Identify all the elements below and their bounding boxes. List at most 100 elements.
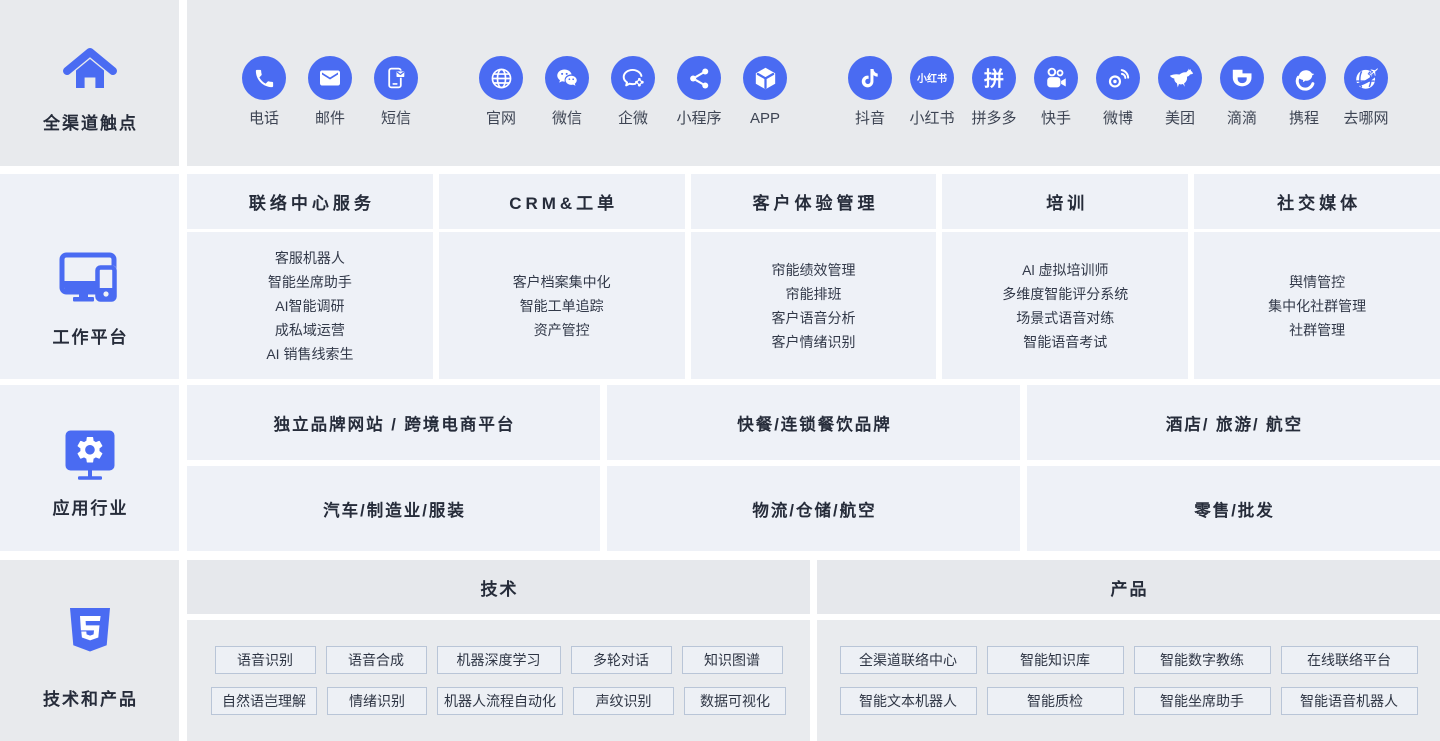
column-item: AI智能调研 (275, 297, 345, 314)
touchpoint-xiaohongshu: 小红书 小红书 (901, 56, 963, 129)
column-item: AI 销售线索生 (266, 345, 354, 362)
phone-icon (242, 56, 286, 100)
didi-icon (1220, 56, 1264, 100)
column-item: Al 虚拟培训师 (1022, 261, 1109, 278)
row-tech-products: 技术和产品 技术 语音识别 语音合成 机器深度学习 多轮对话 知识图谱 (0, 560, 1440, 741)
meituan-icon (1158, 56, 1202, 100)
pinduoduo-icon: 拼 (972, 56, 1016, 100)
touchpoint-label: 携程 (1288, 110, 1319, 127)
industry-cell: 汽车/制造业/服装 (187, 466, 600, 551)
section-products: 产品 全渠道联络中心 智能知识库 智能数字教练 在线联络平台 智能文本机器人 智… (817, 560, 1440, 741)
tech-box: 语音合成 (325, 646, 427, 674)
column-items: 舆情管控 集中化社群管理 社群管理 (1194, 232, 1440, 379)
html5-shield-icon (67, 607, 113, 662)
svg-text:拼: 拼 (984, 66, 1004, 90)
svg-text:小红书: 小红书 (916, 72, 947, 85)
column-item: 智能语音考试 (1023, 333, 1108, 350)
touchpoint-label: 短信 (380, 110, 411, 127)
column-items: 帘能绩效管理 帘能排班 客户语音分析 客户情绪识别 (690, 232, 937, 379)
column-item: 社群管理 (1289, 321, 1346, 338)
touchpoint-label: 微博 (1102, 110, 1133, 127)
industry-cell: 独立品牌网站 / 跨境电商平台 (187, 385, 600, 460)
touchpoint-label: 官网 (485, 110, 516, 127)
touchpoint-qunar: 去哪网 (1335, 56, 1397, 129)
touchpoint-label: APP (749, 110, 780, 127)
product-box: 全渠道联络中心 (839, 646, 977, 674)
column-items: 客服机器人 智能坐席助手 AI智能调研 成私域运营 AI 销售线索生 (187, 232, 433, 379)
column-item: 帘能绩效管理 (771, 261, 856, 278)
touchpoint-meituan: 美团 (1149, 56, 1211, 129)
sidebar-cell-industries: 应用行业 (0, 385, 179, 551)
tech-box: 情绪识别 (327, 687, 427, 715)
tech-box: 知识图谱 (681, 646, 783, 674)
touchpoint-label: 抖音 (854, 110, 885, 127)
section-title: 产品 (817, 560, 1440, 614)
home-icon (59, 44, 121, 99)
column-item: 多维度智能评分系统 (1002, 285, 1129, 302)
touchpoint-website: 官网 (468, 56, 534, 129)
touchpoint-miniprogram: 小程序 (666, 56, 732, 129)
column-item: 智能坐席助手 (267, 273, 352, 290)
industry-cell: 零售/批发 (1027, 466, 1440, 551)
column-items: 客户档案集中化 智能工单追踪 资产管控 (438, 232, 685, 379)
touchpoint-sms: 短信 (363, 56, 429, 129)
touchpoints-band: 电话 邮件 短信 官网 微信 企微 (187, 0, 1440, 166)
platform-column-crm: CRM&工单 客户档案集中化 智能工单追踪 资产管控 (438, 174, 685, 379)
touchpoint-label: 小程序 (676, 110, 722, 127)
industry-cell: 快餐/连锁餐饮品牌 (607, 385, 1020, 460)
column-title: 客户体验管理 (690, 174, 937, 229)
sidebar-label-industries: 应用行业 (52, 499, 129, 518)
section-technology: 技术 语音识别 语音合成 机器深度学习 多轮对话 知识图谱 自然语岂理解 情绪识… (187, 560, 810, 741)
column-item: 客户情绪识别 (771, 333, 856, 350)
touchpoint-label: 快手 (1040, 110, 1071, 127)
wecom-icon (611, 56, 655, 100)
touchpoint-didi: 滴滴 (1211, 56, 1273, 129)
touchpoint-label: 小红书 (909, 110, 955, 127)
product-box-row-2: 智能文本机器人 智能质检 智能坐席助手 智能语音机器人 (839, 687, 1418, 715)
devices-icon (59, 252, 121, 309)
industry-cell: 物流/仓储/航空 (607, 466, 1020, 551)
column-item: 资产管控 (533, 321, 590, 338)
cube-icon (743, 56, 787, 100)
column-item: 客户档案集中化 (512, 273, 611, 290)
column-item: 集中化社群管理 (1268, 297, 1367, 314)
row-platform: 工作平台 联络中心服务 客服机器人 智能坐席助手 AI智能调研 成私域运营 AI… (0, 174, 1440, 379)
tech-box: 自然语岂理解 (211, 687, 317, 715)
tech-box: 机器深度学习 (436, 646, 561, 674)
touchpoint-weibo: 微博 (1087, 56, 1149, 129)
column-item: 成私域运营 (274, 321, 345, 338)
touchpoint-label: 拼多多 (971, 110, 1017, 127)
sidebar-label-tech-products: 技术和产品 (43, 690, 138, 709)
product-box: 智能语音机器人 (1280, 687, 1418, 715)
xiaohongshu-icon: 小红书 (910, 56, 954, 100)
touchpoint-mail: 邮件 (297, 56, 363, 129)
touchpoint-label: 滴滴 (1226, 110, 1257, 127)
platform-column-training: 培训 Al 虚拟培训师 多维度智能评分系统 场景式语音对练 智能语音考试 (942, 174, 1189, 379)
industries-band-2: 汽车/制造业/服装 物流/仓储/航空 零售/批发 (187, 466, 1440, 551)
touchpoint-douyin: 抖音 (839, 56, 901, 129)
touchpoint-phone: 电话 (231, 56, 297, 129)
product-box: 智能质检 (986, 687, 1124, 715)
column-item: 客户语音分析 (771, 309, 856, 326)
tech-box: 语音识别 (214, 646, 316, 674)
row-industries: 应用行业 独立品牌网站 / 跨境电商平台 快餐/连锁餐饮品牌 酒店/ 旅游/ 航… (0, 385, 1440, 551)
product-box-row-1: 全渠道联络中心 智能知识库 智能数字教练 在线联络平台 (839, 646, 1418, 674)
sms-icon (374, 56, 418, 100)
column-item: 场景式语音对练 (1016, 309, 1115, 326)
tech-box: 机器人流程自动化 (437, 687, 563, 715)
touchpoint-label: 去哪网 (1343, 110, 1389, 127)
product-box: 智能知识库 (986, 646, 1124, 674)
tech-box-row-2: 自然语岂理解 情绪识别 机器人流程自动化 声纹识别 数据可视化 (211, 687, 786, 715)
touchpoint-pinduoduo: 拼 拼多多 (963, 56, 1025, 129)
product-box: 智能数字教练 (1133, 646, 1271, 674)
section-title: 技术 (187, 560, 810, 614)
weibo-icon (1096, 56, 1140, 100)
industries-band-1: 独立品牌网站 / 跨境电商平台 快餐/连锁餐饮品牌 酒店/ 旅游/ 航空 (187, 385, 1440, 460)
qunar-icon (1344, 56, 1388, 100)
tech-box: 声纹识别 (573, 687, 674, 715)
platform-column-social: 社交媒体 舆情管控 集中化社群管理 社群管理 (1194, 174, 1440, 379)
column-item: 客服机器人 (274, 249, 345, 266)
kuaishou-icon (1034, 56, 1078, 100)
wechat-icon (545, 56, 589, 100)
